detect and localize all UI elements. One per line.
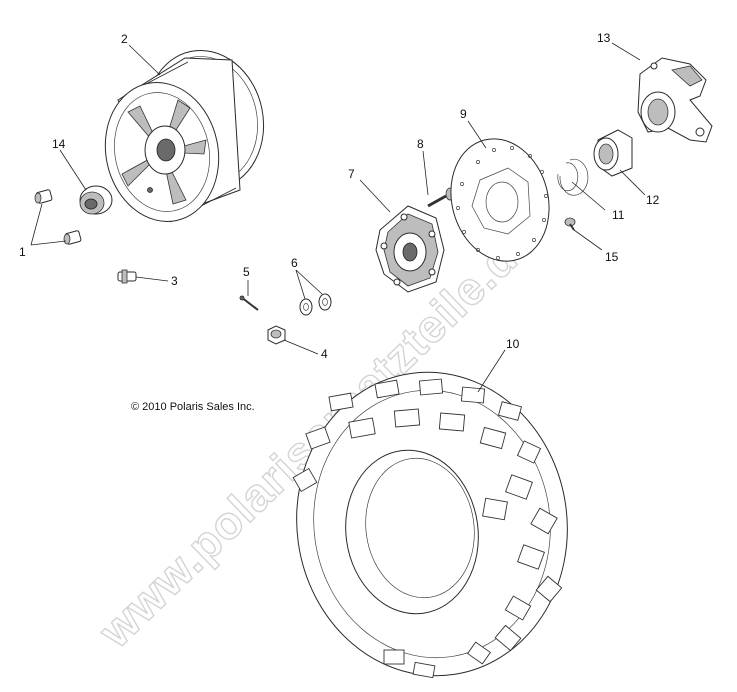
valve-stem bbox=[117, 269, 137, 284]
callout-4: 4 bbox=[321, 347, 328, 361]
screw bbox=[564, 217, 576, 231]
tire bbox=[292, 371, 568, 679]
callout-3: 3 bbox=[171, 274, 178, 288]
copyright-text: © 2010 Polaris Sales Inc. bbox=[131, 401, 255, 413]
callout-13: 13 bbox=[597, 31, 611, 45]
callout-12: 12 bbox=[646, 193, 660, 207]
bolt bbox=[427, 187, 455, 208]
wheel-rim bbox=[104, 49, 265, 223]
callout-14: 14 bbox=[52, 137, 66, 151]
hub-cap bbox=[79, 185, 113, 215]
callout-10: 10 bbox=[506, 337, 520, 351]
callouts: 2 14 1 3 5 6 4 7 8 9 11 15 12 13 10 bbox=[19, 31, 660, 361]
callout-6: 6 bbox=[291, 256, 298, 270]
cotter-pin bbox=[239, 295, 259, 311]
callout-9: 9 bbox=[460, 107, 467, 121]
callout-11: 11 bbox=[612, 208, 625, 222]
callout-8: 8 bbox=[417, 137, 424, 151]
leader-lines bbox=[30, 42, 646, 393]
callout-1: 1 bbox=[19, 245, 26, 259]
callout-5: 5 bbox=[243, 265, 250, 279]
bearing bbox=[593, 129, 633, 177]
lug-nuts bbox=[34, 189, 82, 245]
callout-7: 7 bbox=[348, 167, 355, 181]
castle-nut bbox=[267, 325, 286, 345]
snap-ring bbox=[557, 158, 589, 196]
wheel-hub bbox=[375, 205, 445, 293]
steering-knuckle bbox=[637, 57, 713, 143]
brake-disc bbox=[450, 138, 550, 262]
washers bbox=[299, 293, 332, 316]
callout-2: 2 bbox=[121, 32, 128, 46]
callout-15: 15 bbox=[605, 250, 619, 264]
